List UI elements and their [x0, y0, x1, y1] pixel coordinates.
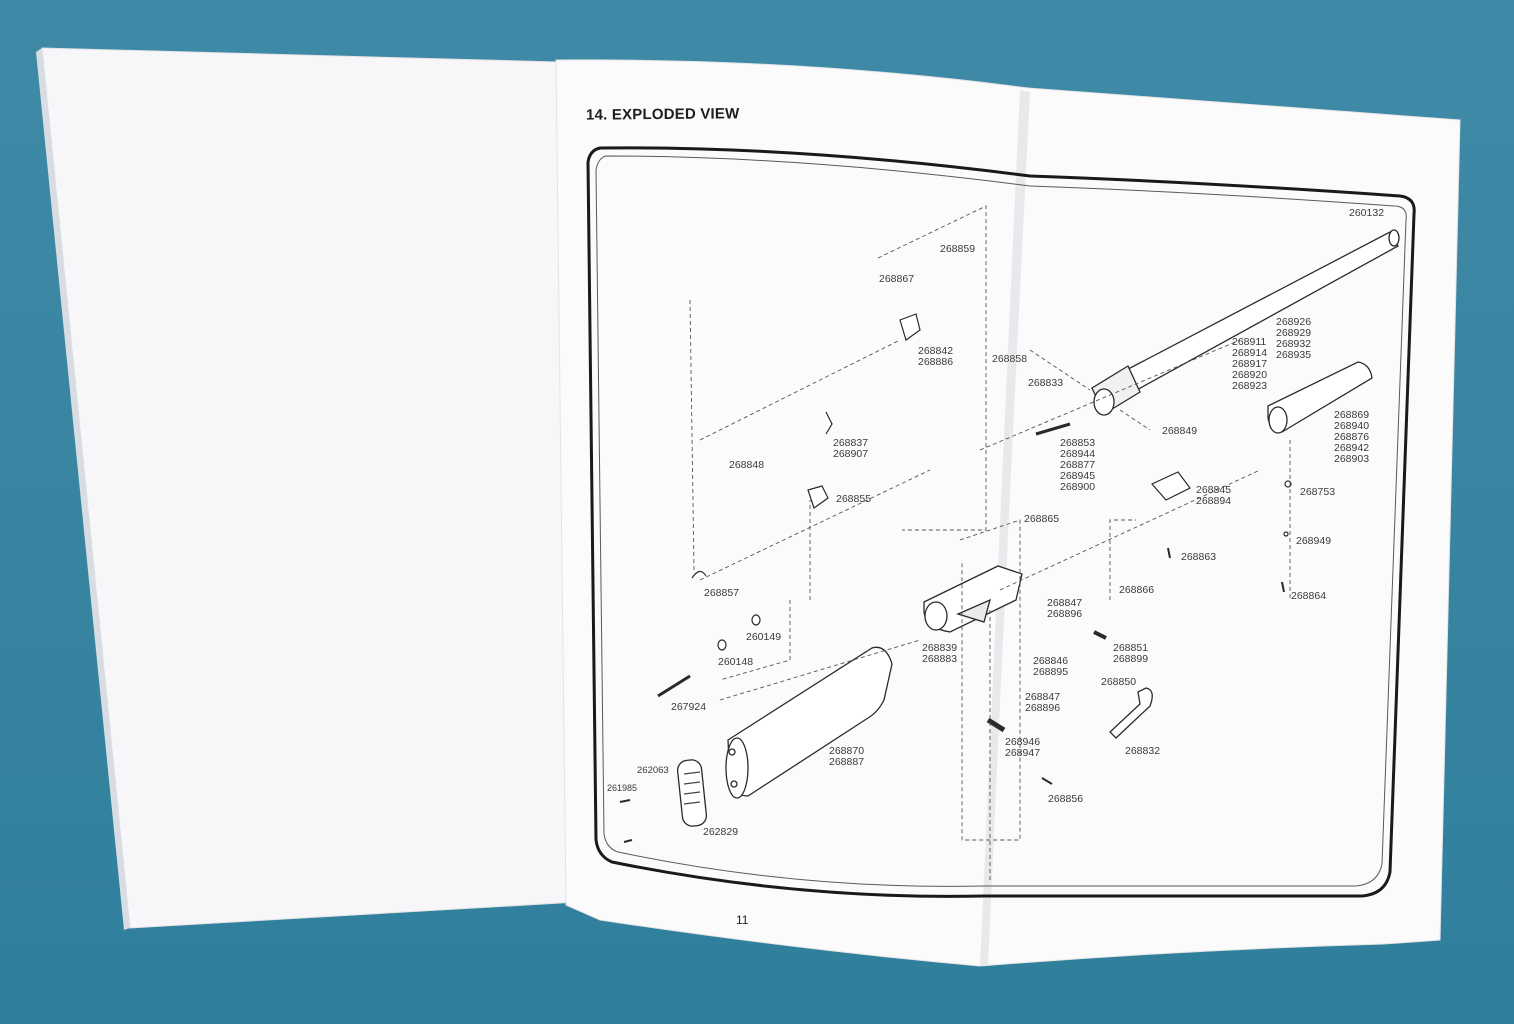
part-number-label: 268926 268929 268932 268935	[1276, 316, 1312, 361]
part-number-label: 268865	[1024, 513, 1060, 525]
small-parts	[619, 313, 1292, 843]
buttpad-drawing	[676, 759, 708, 827]
part-number-label: 268847 268896	[1047, 597, 1083, 620]
part-number-label: 268855	[836, 493, 872, 505]
part-number-label: 268842 268886	[918, 345, 954, 368]
part-number-label: 262063	[637, 765, 669, 776]
part-number-label: 268911 268914 268917 268920 268923	[1232, 336, 1268, 392]
part-number-label: 268857	[704, 587, 740, 599]
part-number-label: 268853 268944 268877 268945 268900	[1060, 437, 1096, 493]
part-number-label: 267924	[671, 701, 707, 713]
part-number-label: 268848	[729, 459, 765, 471]
part-number-label: 268846 268895	[1033, 655, 1069, 678]
part-number-label: 268753	[1300, 486, 1336, 498]
part-number-label: 262829	[703, 826, 739, 838]
lever-drawing	[1109, 687, 1153, 739]
part-number-label: 268858	[992, 353, 1028, 365]
section-title: 14. EXPLODED VIEW	[585, 105, 740, 124]
page-number: 11	[736, 913, 749, 927]
receiver-drawing	[923, 565, 1023, 633]
part-number-label: 268949	[1296, 535, 1332, 547]
part-number-label: 260148	[718, 656, 754, 668]
part-number-label: 268832	[1125, 745, 1161, 757]
part-number-label: 268847 268896	[1025, 691, 1061, 714]
stock-drawing	[725, 646, 893, 799]
part-number-label: 268863	[1181, 551, 1217, 563]
diagram-frame-inner	[595, 155, 1407, 887]
diagram-frame-outer	[586, 146, 1416, 898]
part-number-label: 268864	[1291, 590, 1327, 602]
part-number-label: 268859	[940, 243, 976, 255]
part-number-label: 268850	[1101, 676, 1137, 688]
part-number-label: 260132	[1349, 207, 1385, 219]
part-number-label: 268839 268883	[922, 642, 958, 665]
part-number-label: 268851 268899	[1113, 642, 1149, 665]
part-number-label: 268869 268940 268876 268942 268903	[1334, 409, 1370, 465]
assembly-lines	[689, 205, 1291, 880]
part-number-label: 268845 268894	[1196, 484, 1232, 507]
part-number-label: 268837 268907	[833, 437, 869, 460]
part-number-label: 268856	[1048, 793, 1084, 805]
forend-drawing	[1267, 361, 1373, 434]
part-number-label: 268867	[879, 273, 915, 285]
part-number-label: 260149	[746, 631, 782, 643]
part-number-label: 268946 268947	[1005, 736, 1041, 759]
part-number-label: 268870 268887	[829, 745, 865, 768]
part-number-label: 268849	[1162, 425, 1198, 437]
left-page	[41, 47, 580, 929]
spine-shadow	[980, 90, 1030, 966]
part-number-label: 268833	[1028, 377, 1064, 389]
part-number-label: 261985	[607, 783, 638, 793]
part-number-label: 268866	[1119, 584, 1155, 596]
